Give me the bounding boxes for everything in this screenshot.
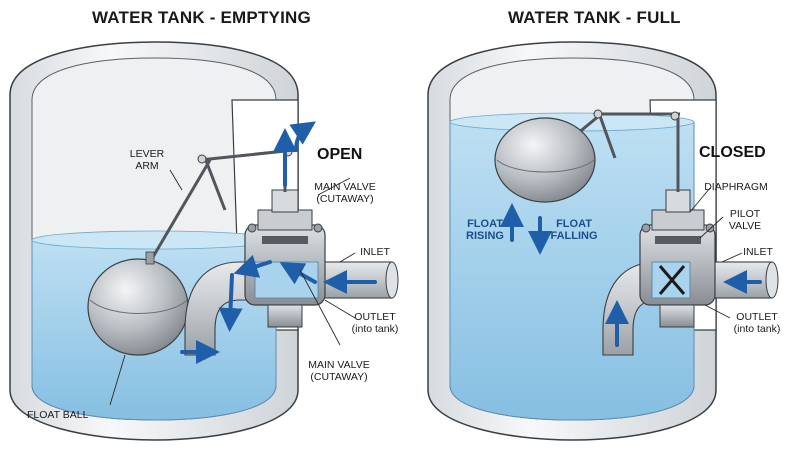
left-state-open: OPEN bbox=[317, 146, 363, 163]
leader-lines bbox=[109, 169, 743, 406]
lever-arm-label: LEVER ARM bbox=[129, 148, 165, 172]
left-float-assembly bbox=[87, 147, 296, 356]
right-flow-arrows bbox=[500, 203, 762, 347]
float-ball-label: FLOAT BALL bbox=[27, 409, 89, 421]
float-rising-label: FLOAT RISING bbox=[466, 218, 504, 242]
float-falling-label: FLOAT FALLING bbox=[550, 218, 598, 242]
pilot-valve-label: PILOT VALVE bbox=[728, 208, 762, 232]
diaphragm-label: DIAPHRAGM bbox=[704, 181, 768, 193]
right-inlet-label: INLET bbox=[743, 246, 773, 258]
left-inlet-label: INLET bbox=[360, 246, 390, 258]
right-outlet-label: OUTLET (into tank) bbox=[733, 311, 781, 335]
right-state-closed: CLOSED bbox=[699, 144, 766, 161]
right-title: WATER TANK - FULL bbox=[508, 8, 681, 27]
right-valve bbox=[602, 118, 779, 356]
left-outlet-label: OUTLET (into tank) bbox=[351, 311, 399, 335]
main-valve-bottom-label: MAIN VALVE (CUTAWAY) bbox=[308, 359, 370, 383]
main-valve-top-label: MAIN VALVE (CUTAWAY) bbox=[314, 181, 376, 205]
left-title: WATER TANK - EMPTYING bbox=[92, 8, 311, 27]
right-float-assembly bbox=[494, 109, 680, 203]
